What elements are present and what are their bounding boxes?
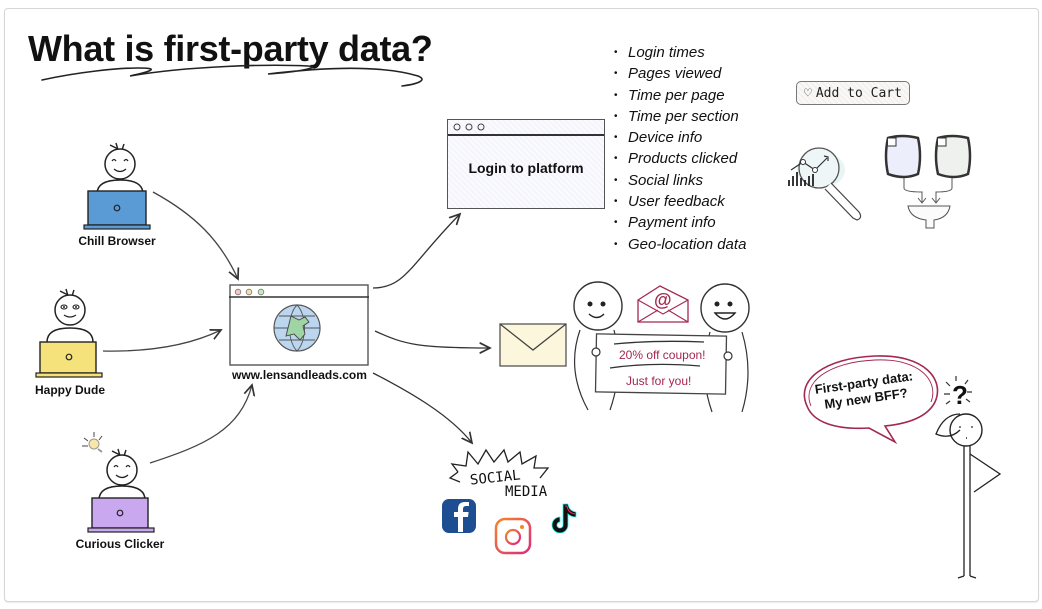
globe-icon <box>273 304 321 352</box>
analytics-magnifier-icon <box>788 147 862 221</box>
data-point-item: Payment info <box>614 212 746 233</box>
coupon-personal-text: Just for you! <box>626 374 692 388</box>
website-url: www.lensandleads.com <box>232 368 367 382</box>
data-point-item: Geo-location data <box>614 234 746 255</box>
title-underline-scribble <box>41 64 423 87</box>
arrow-site-to-login <box>372 214 460 289</box>
data-points-list: Login times Pages viewed Time per page T… <box>614 42 746 255</box>
envelope-icon <box>499 323 567 367</box>
add-to-cart-button[interactable]: ♡ Add to Cart <box>796 81 910 105</box>
persona-label: Curious Clicker <box>75 537 165 551</box>
speech-bubble <box>803 355 939 445</box>
arrow-curious-to-site <box>149 385 252 464</box>
persona-label: Chill Browser <box>78 234 156 248</box>
heart-icon: ♡ <box>804 85 812 101</box>
login-window-title: Login to platform <box>468 160 584 176</box>
social-label-line2: MEDIA <box>505 484 548 500</box>
instagram-icon[interactable] <box>493 516 533 556</box>
arrow-chill-to-site <box>152 191 238 279</box>
coupon-offer-text: 20% off coupon! <box>619 348 706 362</box>
window-dot-yellow <box>245 288 253 296</box>
persona-curious-clicker-figure <box>82 432 155 533</box>
lightbulb-icon <box>82 432 103 453</box>
login-window-titlebar <box>448 120 604 136</box>
data-point-item: Social links <box>614 170 746 191</box>
social-burst-shape <box>448 448 550 483</box>
email-at-icon: @ <box>637 285 689 323</box>
svg-text:?: ? <box>952 380 968 410</box>
head <box>104 148 136 180</box>
diagram-canvas <box>4 8 1039 602</box>
thinking-person-figure: ? <box>935 376 1002 579</box>
arrow-site-to-social <box>372 372 472 443</box>
page-title: What is first-party data? <box>28 28 433 69</box>
arrow-happy-to-site <box>102 330 221 352</box>
facebook-icon[interactable] <box>441 498 477 534</box>
add-to-cart-label: Add to Cart <box>815 85 902 101</box>
coupon-celebration-illustration: @ <box>573 281 750 413</box>
data-point-item: Products clicked <box>614 148 746 169</box>
question-mark-icon: ? <box>944 376 972 410</box>
login-window[interactable]: Login to platform <box>447 119 605 209</box>
data-point-item: Device info <box>614 127 746 148</box>
documents-funnel-icon <box>884 134 972 229</box>
data-point-item: Pages viewed <box>614 63 746 84</box>
data-point-item: Time per section <box>614 106 746 127</box>
window-dot-red <box>234 288 242 296</box>
data-point-item: Time per page <box>614 85 746 106</box>
svg-text:@: @ <box>654 290 672 310</box>
website-window[interactable] <box>229 284 371 366</box>
data-point-item: User feedback <box>614 191 746 212</box>
tiktok-icon[interactable] <box>546 500 580 536</box>
data-point-item: Login times <box>614 42 746 63</box>
persona-happy-dude-figure <box>35 288 103 378</box>
window-dot-green <box>257 288 265 296</box>
arrow-site-to-email <box>374 330 490 348</box>
persona-chill-browser-figure <box>83 142 151 230</box>
persona-label: Happy Dude <box>34 383 105 397</box>
